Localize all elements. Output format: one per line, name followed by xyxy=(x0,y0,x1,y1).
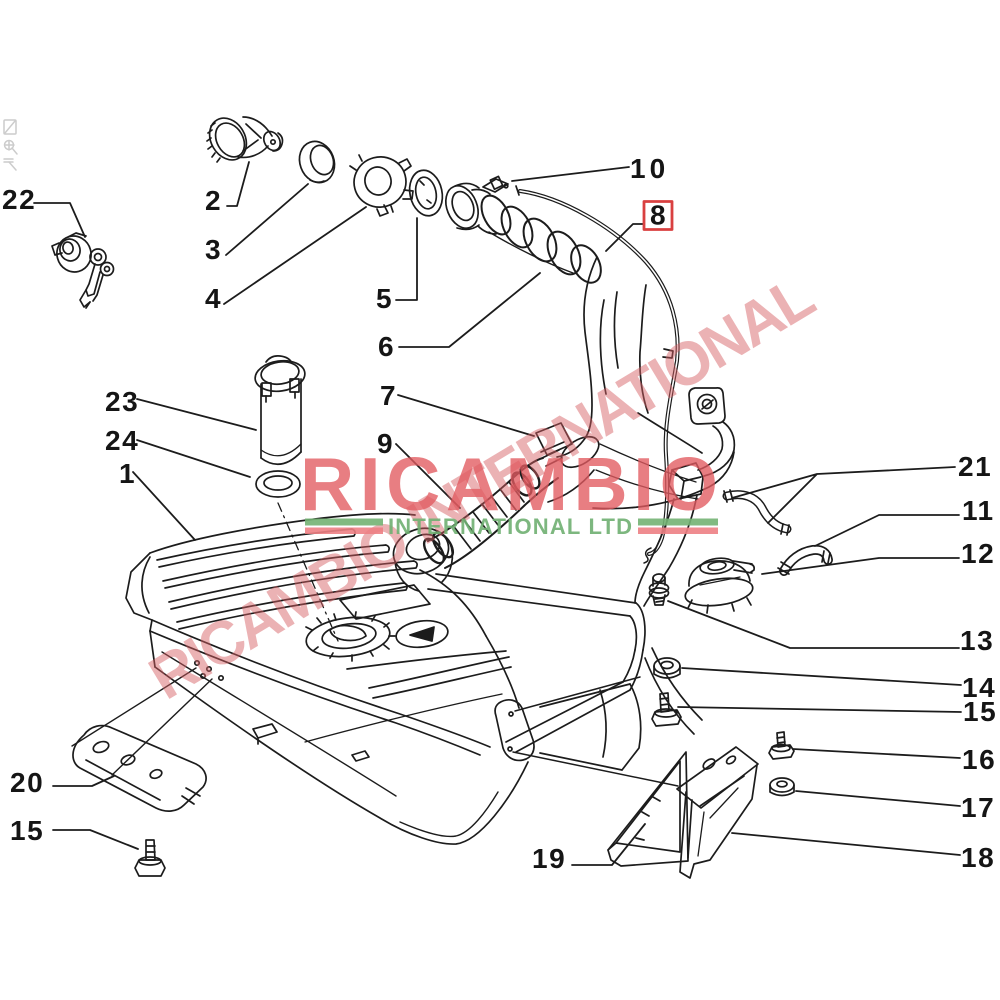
svg-text:3: 3 xyxy=(205,234,222,265)
svg-text:9: 9 xyxy=(377,428,394,459)
svg-text:12: 12 xyxy=(961,538,995,569)
svg-text:22: 22 xyxy=(2,184,36,215)
svg-text:1: 1 xyxy=(119,458,136,489)
svg-text:21: 21 xyxy=(958,451,992,482)
svg-text:15: 15 xyxy=(963,696,997,727)
svg-text:11: 11 xyxy=(962,495,995,526)
svg-text:8: 8 xyxy=(650,200,666,231)
svg-text:RICAMBIO: RICAMBIO xyxy=(300,442,718,526)
svg-text:INTERNATIONAL LTD: INTERNATIONAL LTD xyxy=(388,514,632,539)
svg-text:2: 2 xyxy=(205,185,222,216)
svg-text:16: 16 xyxy=(962,744,996,775)
svg-text:5: 5 xyxy=(376,283,393,314)
svg-text:13: 13 xyxy=(960,625,994,656)
svg-text:10: 10 xyxy=(630,153,669,184)
svg-text:20: 20 xyxy=(10,767,44,798)
svg-text:23: 23 xyxy=(105,386,139,417)
svg-text:7: 7 xyxy=(380,380,397,411)
svg-text:14: 14 xyxy=(962,672,996,703)
svg-text:6: 6 xyxy=(378,331,395,362)
svg-text:19: 19 xyxy=(532,843,566,874)
svg-text:17: 17 xyxy=(961,792,995,823)
svg-text:24: 24 xyxy=(105,425,139,456)
svg-text:4: 4 xyxy=(205,283,222,314)
svg-text:15: 15 xyxy=(10,815,44,846)
svg-text:18: 18 xyxy=(961,842,995,873)
